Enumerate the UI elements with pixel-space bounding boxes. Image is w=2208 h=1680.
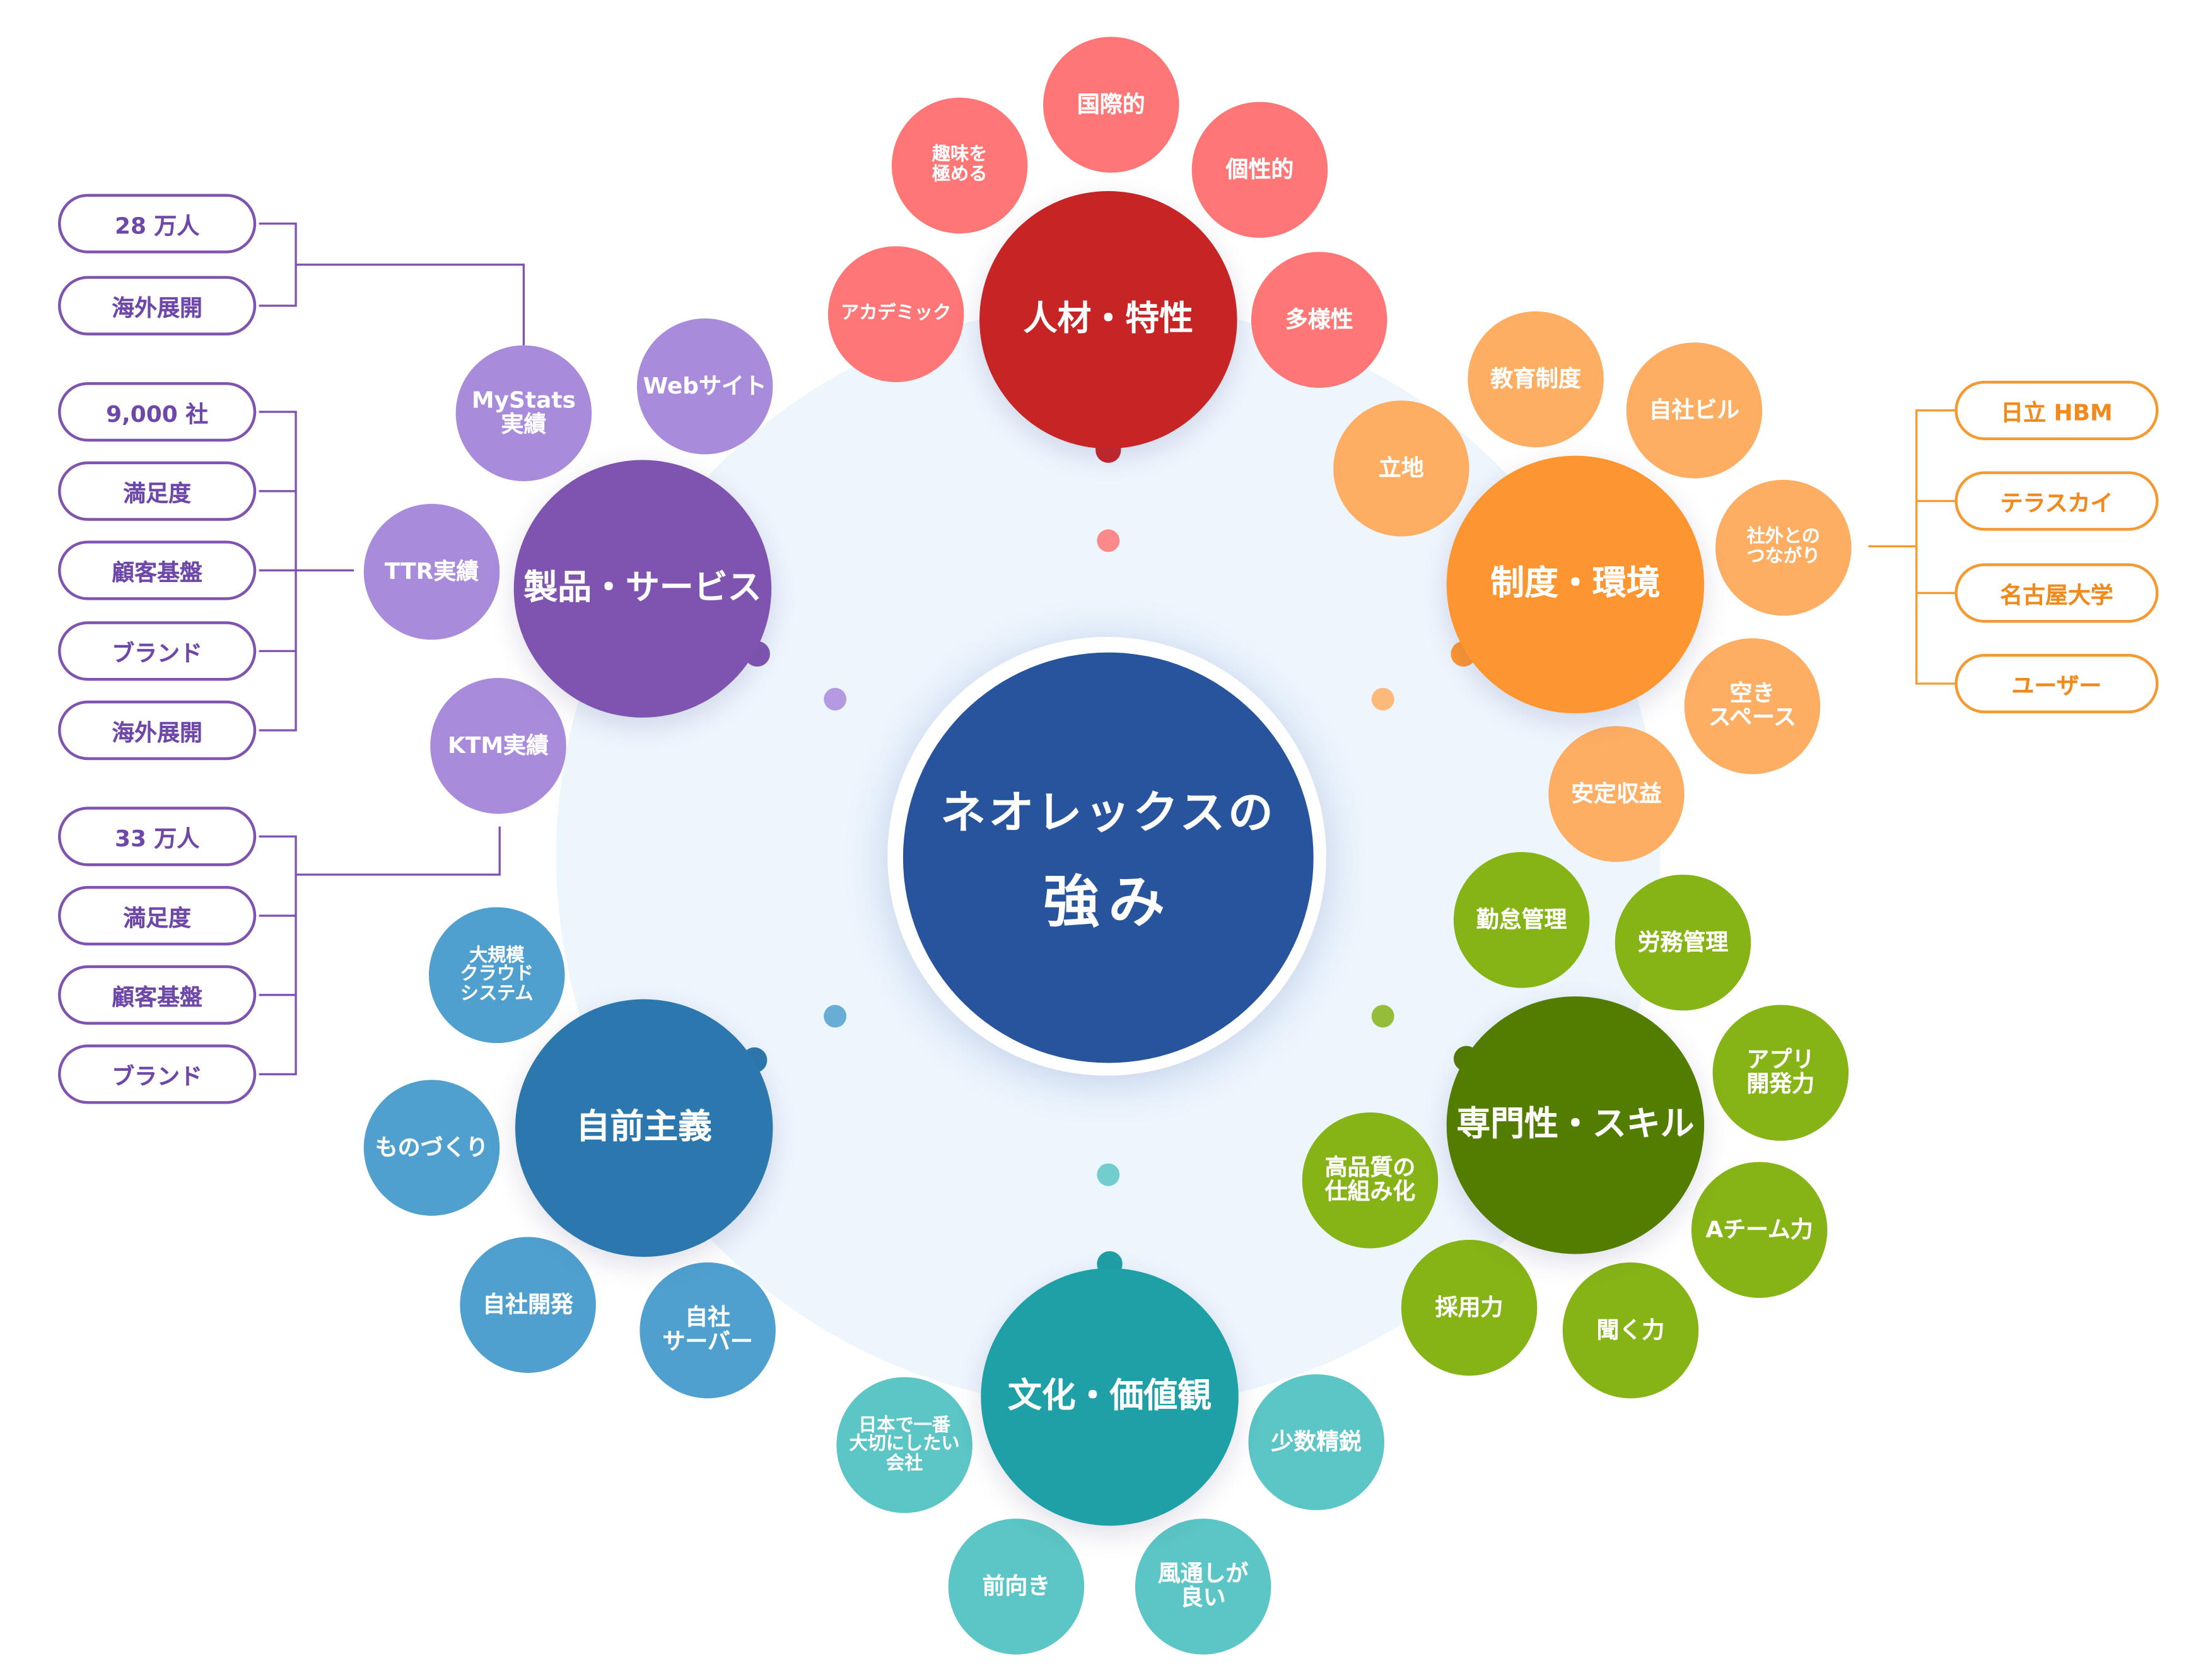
product-main-circle: 製品・サービス [513,460,772,718]
partner-pill: 名古屋大学 [1954,563,2159,623]
product-item: MyStats 実績 [455,345,592,482]
center-title-line1: ネオレックスの [940,785,1276,839]
talent-item: 国際的 [1043,37,1179,173]
talent-connector-dot [1097,529,1120,552]
product-item: Webサイト [636,318,773,455]
skill-item: 聞く力 [1562,1262,1699,1399]
partner-pill: テラスカイ [1954,471,2159,531]
product-item: TTR実績 [363,503,500,640]
culture-item: 日本で一番 大切にしたい 会社 [836,1377,973,1514]
ttr-stat-pill: ブランド [58,621,257,681]
skill-item: 採用力 [1401,1240,1538,1376]
inhouse-connector-dot [824,1005,847,1028]
inhouse-item: 自社 サーバー [640,1262,776,1399]
ktm-stat-pill: 33 万人 [58,807,257,866]
culture-item: 少数精鋭 [1248,1374,1384,1510]
inhouse-item: ものづくり [363,1080,500,1216]
skill-main-circle: 専門性・スキル [1446,996,1705,1254]
mystats-bracket [259,222,525,346]
ttr-bracket [259,411,354,732]
ktm-stat-pill: 満足度 [58,885,257,946]
ktm-stat-pill: 顧客基盤 [58,965,257,1025]
talent-item: 個性的 [1191,102,1328,238]
system-item: 自社ビル [1626,342,1763,479]
talent-main-circle: 人材・特性 [979,190,1237,449]
skill-item: 高品質の 仕組み化 [1302,1112,1439,1249]
center-circle: ネオレックスの 強み [902,652,1314,1063]
center-title-line2: 強み [1043,870,1174,936]
system-item: 安定収益 [1548,726,1685,862]
skill-connector-dot [1371,1005,1394,1028]
skill-item: 勤怠管理 [1453,852,1590,988]
system-item: 空き スペース [1684,638,1821,774]
culture-item: 前向き [948,1519,1085,1655]
system-item: 社外との つながり [1715,479,1852,616]
talent-item: 多様性 [1251,252,1387,388]
mystats-stat-pill: 28 万人 [58,194,257,254]
talent-item: アカデミック [827,246,964,382]
ttr-stat-pill: 海外展開 [58,700,257,761]
mystats-stat-pill: 海外展開 [58,276,257,335]
partner-bracket [1868,409,1955,685]
inhouse-main-circle: 自前主義 [515,999,773,1257]
talent-item: 趣味を 極める [891,97,1028,234]
inhouse-item: 大規模 クラウド システム [429,907,565,1044]
system-connector-dot [1371,687,1394,711]
product-item: KTM実績 [430,678,566,814]
culture-main-circle: 文化・価値観 [981,1268,1239,1526]
ttr-stat-pill: 9,000 社 [58,382,257,442]
skill-item: アプリ 開発力 [1712,1005,1849,1141]
ktm-bracket [259,826,501,1076]
system-item: 立地 [1333,400,1469,537]
ktm-stat-pill: ブランド [58,1044,257,1104]
system-main-circle: 制度・環境 [1446,455,1705,714]
skill-item: Aチーム力 [1691,1162,1828,1298]
system-item: 教育制度 [1468,311,1604,448]
partner-pill: ユーザー [1954,653,2159,714]
culture-connector-dot [1097,1163,1120,1186]
ttr-stat-pill: 顧客基盤 [58,540,257,600]
skill-item: 労務管理 [1615,874,1751,1011]
ttr-stat-pill: 満足度 [58,461,257,521]
product-connector-dot [824,687,847,711]
inhouse-item: 自社開発 [460,1237,596,1373]
partner-pill: 日立 HBM [1954,380,2159,440]
culture-item: 風通しが 良い [1135,1519,1271,1655]
